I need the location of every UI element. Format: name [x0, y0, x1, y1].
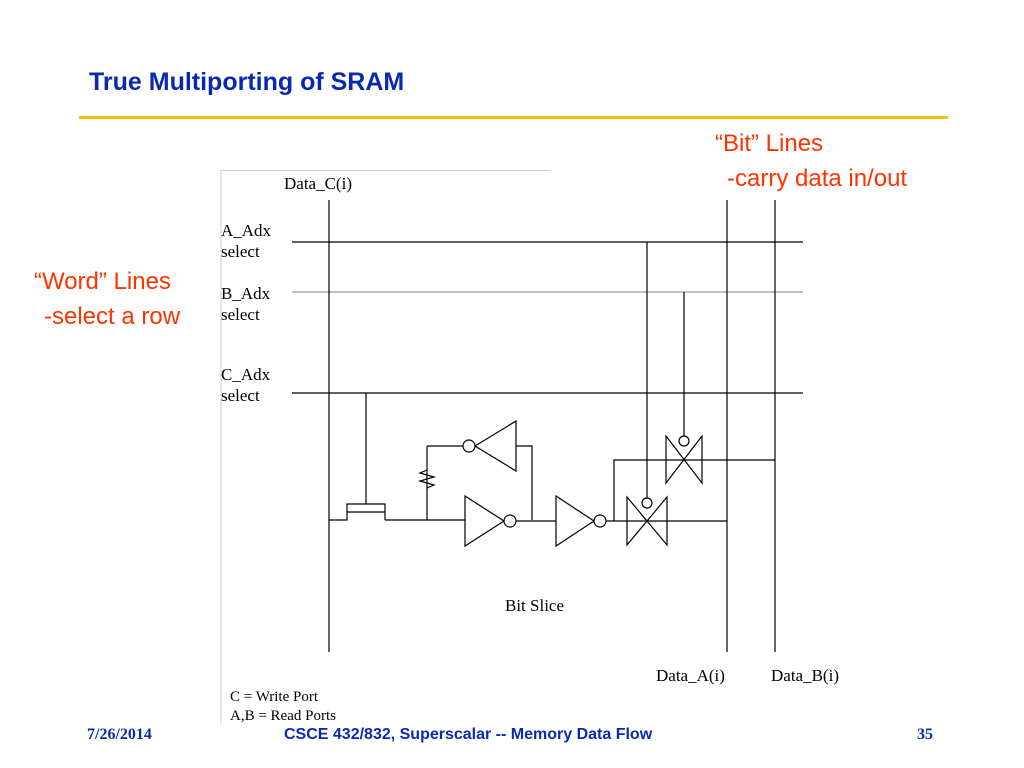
feedback-right-wire	[516, 445, 533, 520]
page-number: 35	[917, 726, 933, 743]
read-gate-b-bubble	[678, 435, 690, 447]
forward-inverter-2	[555, 494, 596, 548]
bit-lines-desc: -carry data in/out	[727, 165, 908, 192]
a-adx-label: A_Adx	[221, 221, 272, 240]
word-lines-callout: “Word” Lines -select a row	[34, 264, 180, 334]
footer-course: CSCE 432/832, Superscalar -- Memory Data…	[284, 726, 653, 743]
feedback-inverter-bubble	[462, 439, 476, 453]
b-select-label: select	[221, 305, 260, 324]
bit-lines-title: “Bit” Lines	[715, 130, 824, 157]
write-transistor-gate	[346, 503, 386, 512]
bit-slice-label: Bit Slice	[505, 596, 565, 615]
slide-title: True Multiporting of SRAM	[89, 68, 405, 96]
word-lines-desc: -select a row	[44, 303, 181, 330]
b-adx-label: B_Adx	[221, 284, 271, 303]
legend-write-port: C = Write Port	[230, 689, 318, 705]
forward-inverter-1-bubble	[503, 514, 517, 528]
bit-lines-callout: “Bit” Lines -carry data in/out	[715, 126, 907, 196]
feedback-inverter	[473, 419, 517, 473]
word-lines-title: “Word” Lines	[34, 268, 171, 295]
circuit-schematic	[220, 170, 803, 725]
data-c-label: Data_C(i)	[284, 174, 352, 193]
read-gate-a-bubble	[641, 497, 653, 509]
resistor	[417, 469, 437, 489]
a-select-label: select	[221, 242, 260, 261]
sram-bit-slice-diagram: Data_C(i) A_Adx select B_Adx select C_Ad…	[220, 170, 839, 725]
c-adx-label: C_Adx	[221, 365, 271, 384]
title-divider	[79, 116, 948, 119]
legend-read-ports: A,B = Read Ports	[230, 708, 336, 724]
data-a-label: Data_A(i)	[656, 666, 725, 685]
gate-b-input-wire	[613, 459, 666, 521]
data-b-label: Data_B(i)	[771, 666, 839, 685]
forward-inverter-2-bubble	[593, 514, 607, 528]
write-transistor-channel	[329, 511, 386, 521]
c-select-label: select	[221, 386, 260, 405]
forward-inverter-1	[464, 494, 506, 548]
footer-date: 7/26/2014	[87, 726, 152, 743]
